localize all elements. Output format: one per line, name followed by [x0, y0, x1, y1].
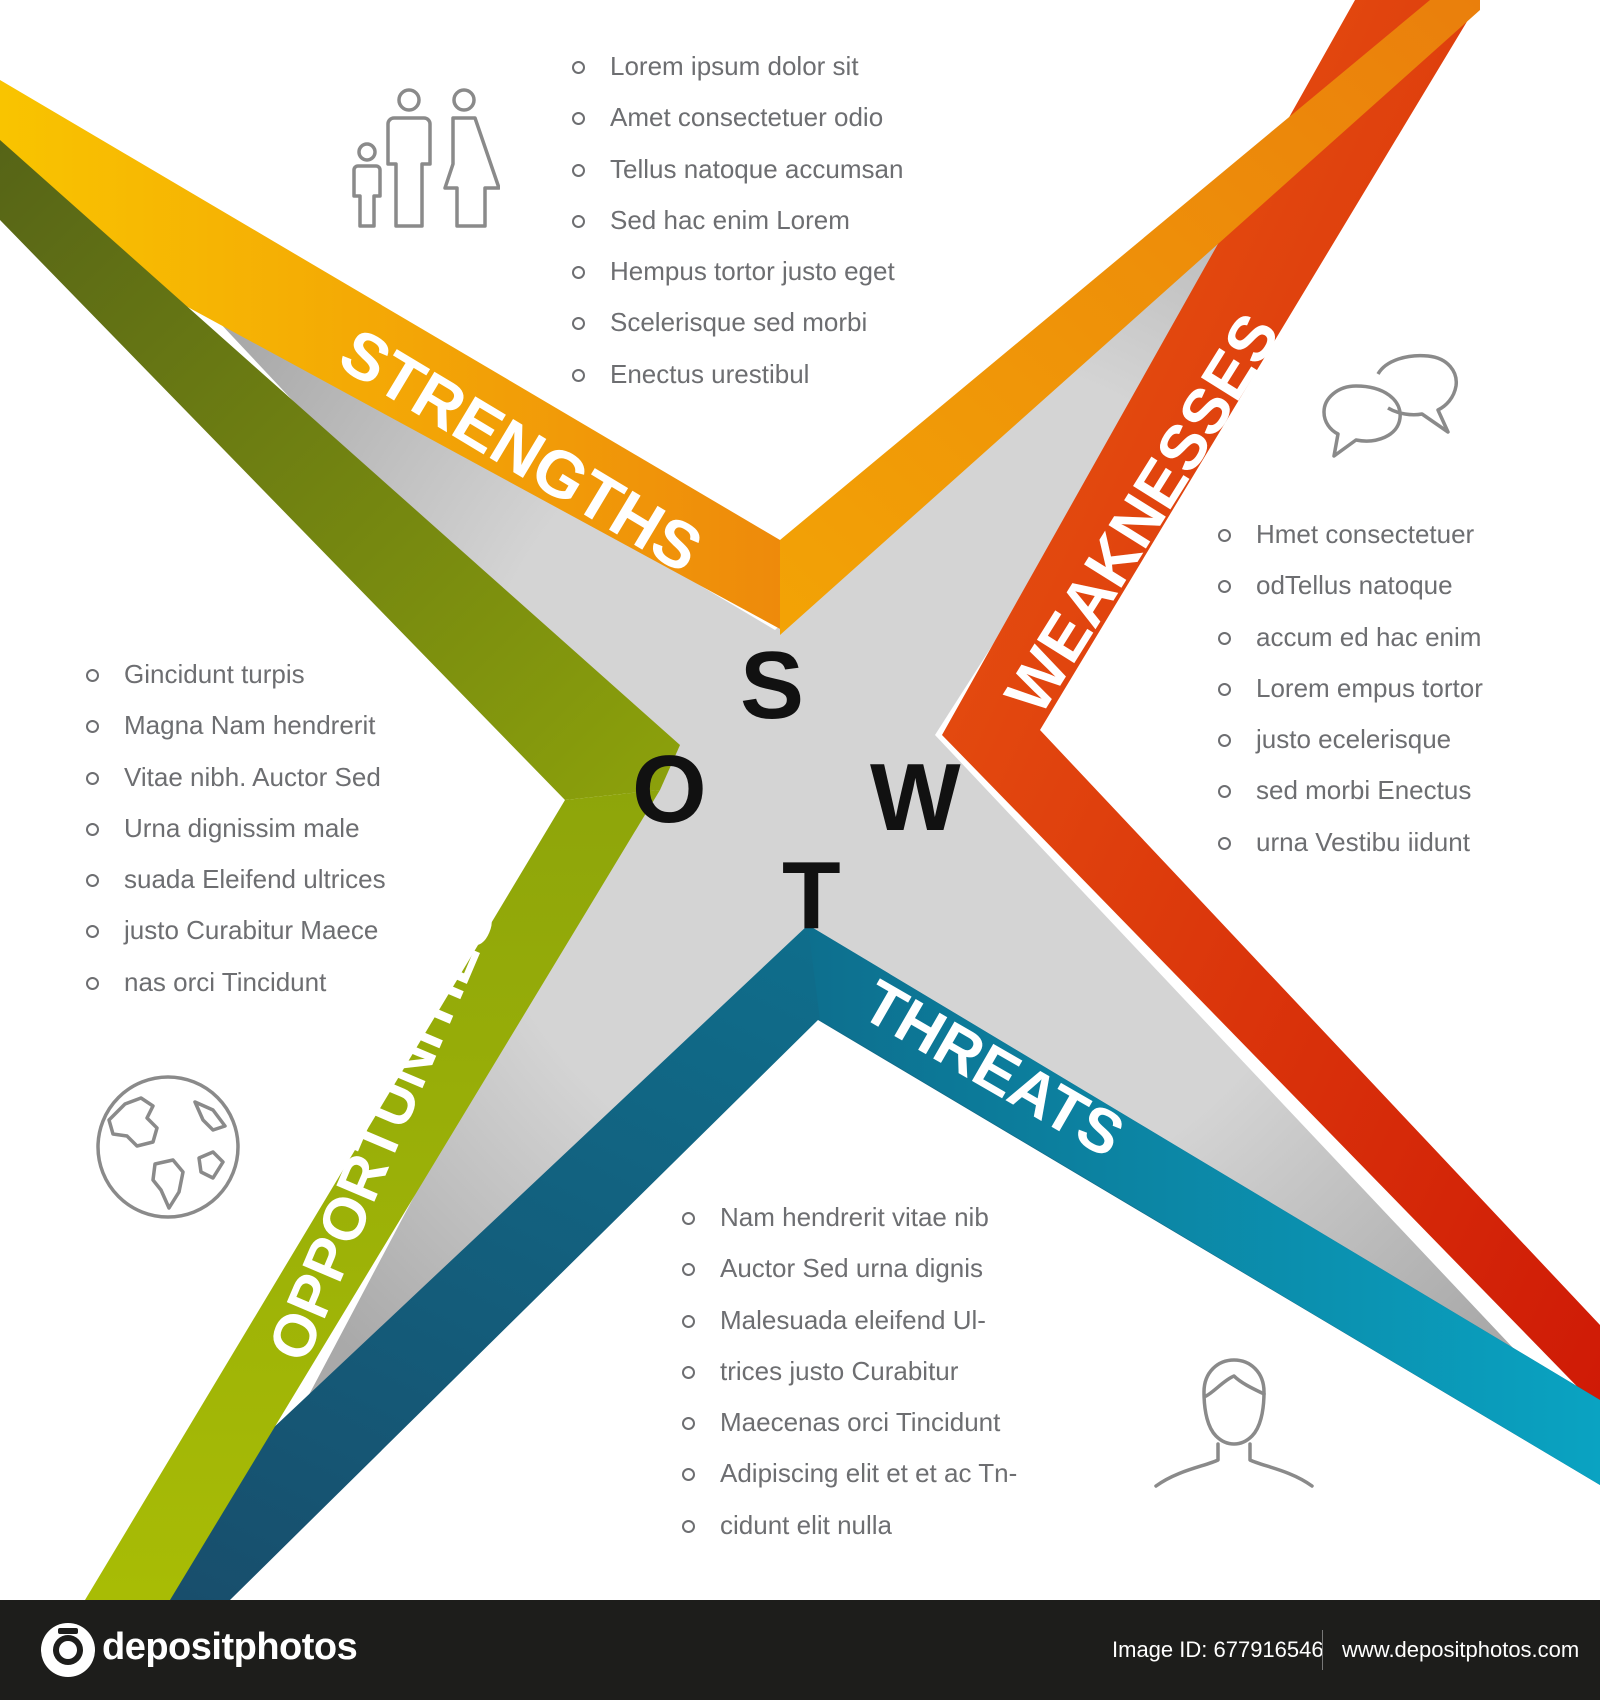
bullet-icon — [572, 163, 585, 177]
list-item: Malesuada eleifend Ul- — [682, 1305, 1017, 1356]
list-item: Sed hac enim Lorem — [572, 205, 903, 256]
list-item: Magna Nam hendrerit — [86, 710, 386, 761]
list-item: Lorem empus tortor — [1218, 673, 1483, 724]
threats-list: Nam hendrerit vitae nib Auctor Sed urna … — [682, 1202, 1017, 1561]
bullet-icon — [1218, 785, 1231, 799]
bullet-icon — [572, 266, 585, 280]
bullet-icon — [1218, 682, 1231, 696]
list-item: cidunt elit nulla — [682, 1510, 1017, 1561]
bullet-icon — [1218, 734, 1231, 748]
bullet-icon — [1218, 836, 1231, 850]
bullet-icon — [682, 1212, 695, 1225]
threats-band-right — [808, 925, 1600, 1485]
center-star — [170, 125, 1515, 1440]
bullet-icon — [682, 1519, 695, 1533]
weaknesses-band — [942, 0, 1600, 1410]
list-item: Scelerisque sed morbi — [572, 307, 903, 358]
opportunities-band — [0, 140, 680, 800]
bullet-icon — [682, 1314, 695, 1328]
weaknesses-list: Hmet consectetuer odTellus natoque accum… — [1218, 519, 1483, 878]
bullet-icon — [682, 1417, 695, 1431]
letter-t: T — [782, 842, 841, 949]
letter-s: S — [740, 632, 804, 739]
list-item: nas orci Tincidunt — [86, 967, 386, 1018]
list-item: Tellus natoque accumsan — [572, 154, 903, 205]
list-item: suada Eleifend ultrices — [86, 864, 386, 915]
bullet-icon — [86, 669, 99, 682]
list-item: Amet consectetuer odio — [572, 102, 903, 153]
list-item: accum ed hac enim — [1218, 622, 1483, 673]
bullet-icon — [1218, 631, 1231, 645]
list-item: justo Curabitur Maece — [86, 915, 386, 966]
family-icon — [352, 88, 500, 228]
opportunities-list: Gincidunt turpis Magna Nam hendrerit Vit… — [86, 659, 386, 1018]
list-item: urna Vestibu iidunt — [1218, 827, 1483, 878]
swot-diagram: STRENGTHS WEAKNESSES OPPORTUNITIES THREA… — [0, 0, 1600, 1600]
bullet-icon — [86, 771, 99, 785]
list-item: Vitae nibh. Auctor Sed — [86, 762, 386, 813]
globe-icon — [96, 1075, 240, 1219]
site-url[interactable]: www.depositphotos.com — [1342, 1637, 1580, 1662]
bullet-icon — [86, 925, 99, 939]
list-item: Lorem ipsum dolor sit — [572, 51, 903, 102]
speech-bubbles-icon — [1322, 353, 1458, 458]
bullet-icon — [86, 874, 99, 888]
image-id: Image ID: 677916546 — [1112, 1637, 1324, 1662]
bullet-icon — [682, 1365, 695, 1379]
list-item: trices justo Curabitur — [682, 1356, 1017, 1407]
list-item: sed morbi Enectus — [1218, 775, 1483, 826]
strengths-band-right — [780, 0, 1480, 635]
bullet-icon — [1218, 580, 1231, 594]
list-item: Nam hendrerit vitae nib — [682, 1202, 1017, 1253]
bullet-icon — [86, 976, 99, 990]
list-item: odTellus natoque — [1218, 570, 1483, 621]
bullet-icon — [682, 1263, 695, 1277]
list-item: Gincidunt turpis — [86, 659, 386, 710]
list-item: Enectus urestibul — [572, 359, 903, 410]
list-item: Hmet consectetuer — [1218, 519, 1483, 570]
opportunities-band-lower — [85, 790, 660, 1600]
letter-o: O — [632, 736, 707, 843]
footer-divider — [1322, 1630, 1323, 1670]
bullet-icon — [572, 368, 585, 382]
bullet-icon — [572, 214, 585, 228]
bullet-icon — [1218, 529, 1231, 542]
bullet-icon — [572, 112, 585, 126]
brand-logo-text: depositphotos — [102, 1626, 358, 1668]
person-icon — [1154, 1358, 1314, 1488]
list-item: Maecenas orci Tincidunt — [682, 1407, 1017, 1458]
strengths-band — [0, 80, 782, 630]
bullet-icon — [86, 822, 99, 836]
letter-w: W — [870, 744, 961, 851]
list-item: Adipiscing elit et et ac Tn- — [682, 1458, 1017, 1509]
bullet-icon — [86, 720, 99, 734]
list-item: Urna dignissim male — [86, 813, 386, 864]
camera-logo-icon — [41, 1623, 95, 1677]
list-item: Hempus tortor justo eget — [572, 256, 903, 307]
bullet-icon — [572, 61, 585, 74]
bullet-icon — [572, 317, 585, 331]
list-item: justo ecelerisque — [1218, 724, 1483, 775]
list-item: Auctor Sed urna dignis — [682, 1253, 1017, 1304]
footer-bar: depositphotos Image ID: 677916546 www.de… — [0, 1600, 1600, 1700]
strengths-list: Lorem ipsum dolor sit Amet consectetuer … — [572, 51, 903, 410]
bullet-icon — [682, 1468, 695, 1482]
